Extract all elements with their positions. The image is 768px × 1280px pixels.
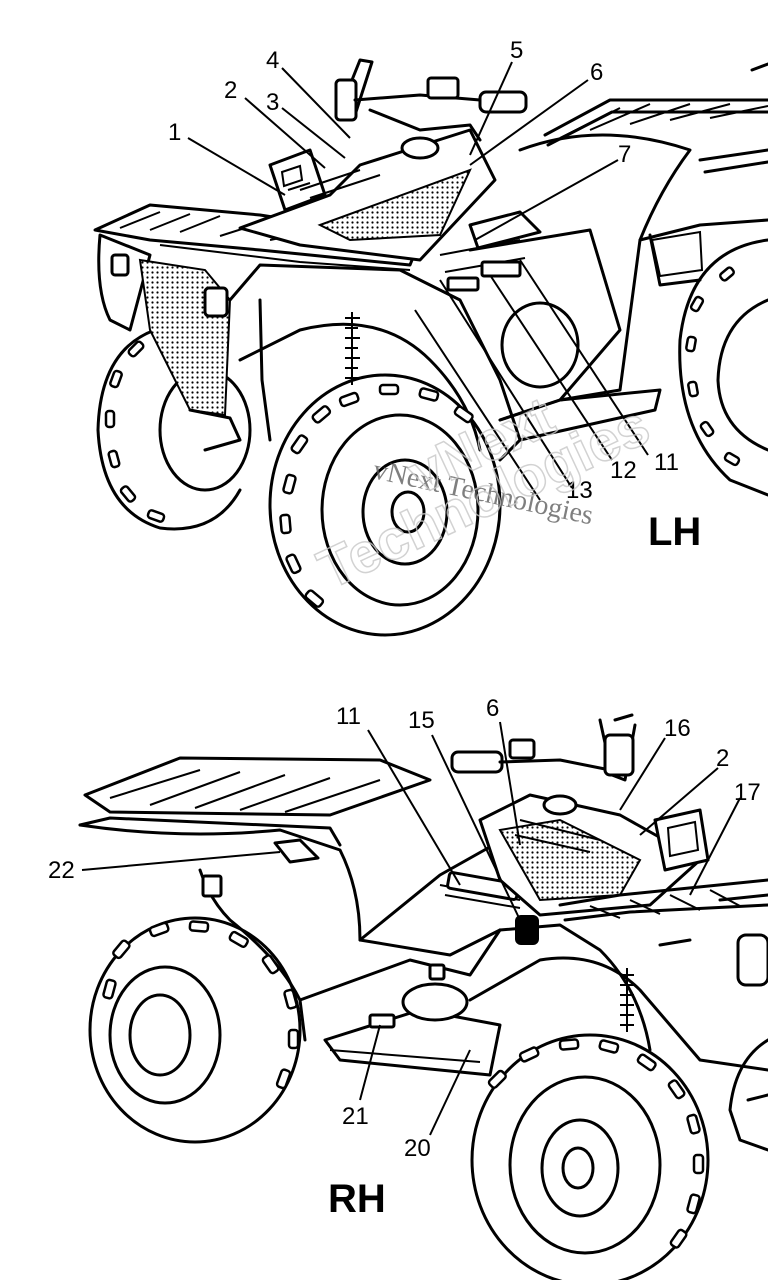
lh-callout-11: 11 <box>654 449 679 476</box>
rh-callout-16: 16 <box>664 715 691 742</box>
rh-callout-2: 2 <box>716 745 729 772</box>
rh-rear-wheel <box>88 916 302 1144</box>
rh-callouts: 11 15 6 16 2 17 22 21 20 <box>48 695 761 1162</box>
lh-rear-wheel <box>678 238 768 497</box>
lh-headlight-pod <box>238 128 497 262</box>
lh-callout-13: 13 <box>566 477 593 504</box>
rh-view <box>78 713 768 1280</box>
rh-side-label: RH <box>328 1177 386 1221</box>
rh-callout-11: 11 <box>336 703 361 730</box>
lh-footwell <box>439 210 662 442</box>
lh-callout-2: 2 <box>224 77 237 104</box>
lh-handlebar <box>334 58 528 160</box>
lh-callout-4: 4 <box>266 47 279 74</box>
watermark: vNext Technologies vNext Technologies <box>308 384 659 602</box>
lh-callout-6: 6 <box>590 59 603 86</box>
lh-leader-lines <box>187 61 649 501</box>
lh-view <box>93 58 768 637</box>
lh-callout-7: 7 <box>618 141 631 168</box>
lh-rear-fender <box>518 133 768 402</box>
rh-front-wheel-far <box>728 1038 768 1152</box>
rh-callout-15: 15 <box>408 707 435 734</box>
lh-front-bumper <box>97 233 242 452</box>
lh-callout-5: 5 <box>510 37 523 64</box>
rh-body <box>358 793 710 945</box>
lh-rear-rack <box>543 62 768 174</box>
lh-side-label: LH <box>648 510 701 554</box>
lh-front-wheel-near <box>268 373 502 637</box>
rh-front-fender <box>468 923 768 1072</box>
lh-callout-12: 12 <box>610 457 637 484</box>
rh-front-wheel <box>470 1033 710 1280</box>
rh-front-rack <box>558 878 768 987</box>
rh-callout-6: 6 <box>486 695 499 722</box>
lh-callout-1: 1 <box>168 119 181 146</box>
rh-callout-22: 22 <box>48 857 75 884</box>
rh-callout-17: 17 <box>734 779 761 806</box>
rh-floorboard <box>298 928 502 1077</box>
rh-leader-lines <box>81 721 741 1136</box>
lh-near-wheel-tread <box>279 383 474 608</box>
rh-callout-20: 20 <box>404 1135 431 1162</box>
lh-callout-3: 3 <box>266 89 279 116</box>
rh-rear-rack <box>78 756 432 847</box>
rh-callout-21: 21 <box>342 1103 369 1130</box>
rh-handlebar <box>450 713 637 816</box>
lh-callouts: 1 2 3 4 5 6 7 11 12 13 <box>168 37 679 504</box>
